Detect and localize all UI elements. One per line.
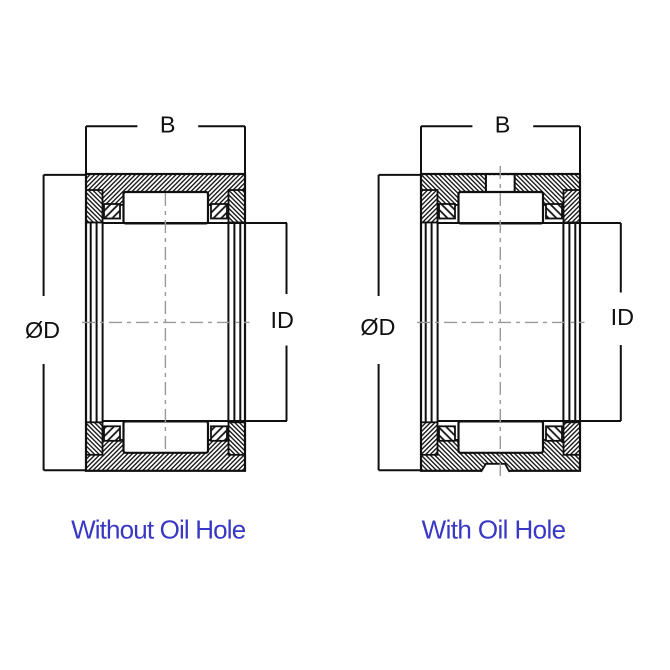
svg-text:ØD: ØD [360,314,395,340]
svg-text:ID: ID [270,307,293,333]
svg-text:ID: ID [611,304,634,330]
svg-text:B: B [160,112,176,138]
svg-text:B: B [495,112,511,138]
svg-text:Without Oil Hole: Without Oil Hole [71,515,246,545]
svg-text:With Oil Hole: With Oil Hole [422,515,566,545]
svg-text:ØD: ØD [25,317,60,343]
